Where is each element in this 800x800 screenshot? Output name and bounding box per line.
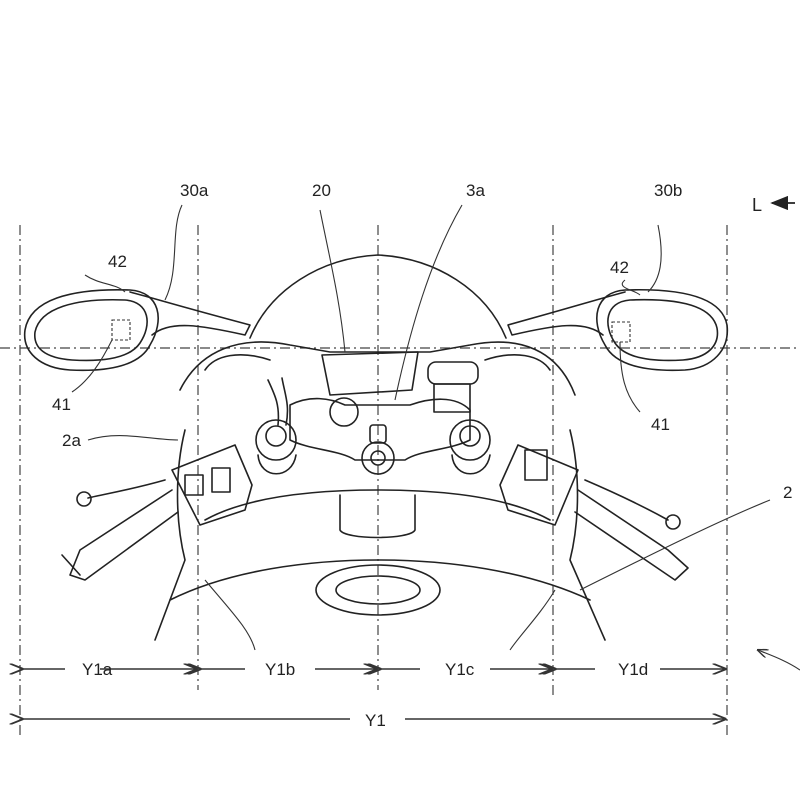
reference-lines xyxy=(0,225,800,735)
camera-right-marker xyxy=(611,321,631,343)
label-camera-cover-left: 42 xyxy=(108,252,127,271)
label-camera-cover-right: 42 xyxy=(610,258,629,277)
dim-y1b: Y1b xyxy=(265,660,295,679)
mirror-left xyxy=(23,288,251,372)
dim-y1d: Y1d xyxy=(618,660,648,679)
label-body: 2 xyxy=(783,483,792,502)
meter xyxy=(321,351,419,396)
fuel-tank xyxy=(154,429,606,641)
dimension-lines xyxy=(22,669,725,719)
label-mirror-left: 30a xyxy=(180,181,209,200)
leader-lines xyxy=(71,204,771,651)
figure-arrow xyxy=(758,650,800,671)
dim-y1a: Y1a xyxy=(82,660,113,679)
dim-y1c: Y1c xyxy=(445,660,475,679)
handlebar-right xyxy=(499,444,689,581)
top-bridge xyxy=(255,377,491,475)
camera-left-marker xyxy=(111,319,131,341)
windscreen xyxy=(249,254,507,339)
label-direction: L xyxy=(752,195,762,215)
dim-y1: Y1 xyxy=(365,711,386,730)
handlebar-left xyxy=(61,444,253,581)
label-steering: 3a xyxy=(466,181,485,200)
label-meter: 20 xyxy=(312,181,331,200)
mirror-right xyxy=(507,288,729,372)
label-camera-left: 41 xyxy=(52,395,71,414)
label-mirror-right: 30b xyxy=(654,181,682,200)
label-camera-right: 41 xyxy=(651,415,670,434)
label-handle-left: 2a xyxy=(62,431,81,450)
brake-reservoir xyxy=(427,361,479,413)
